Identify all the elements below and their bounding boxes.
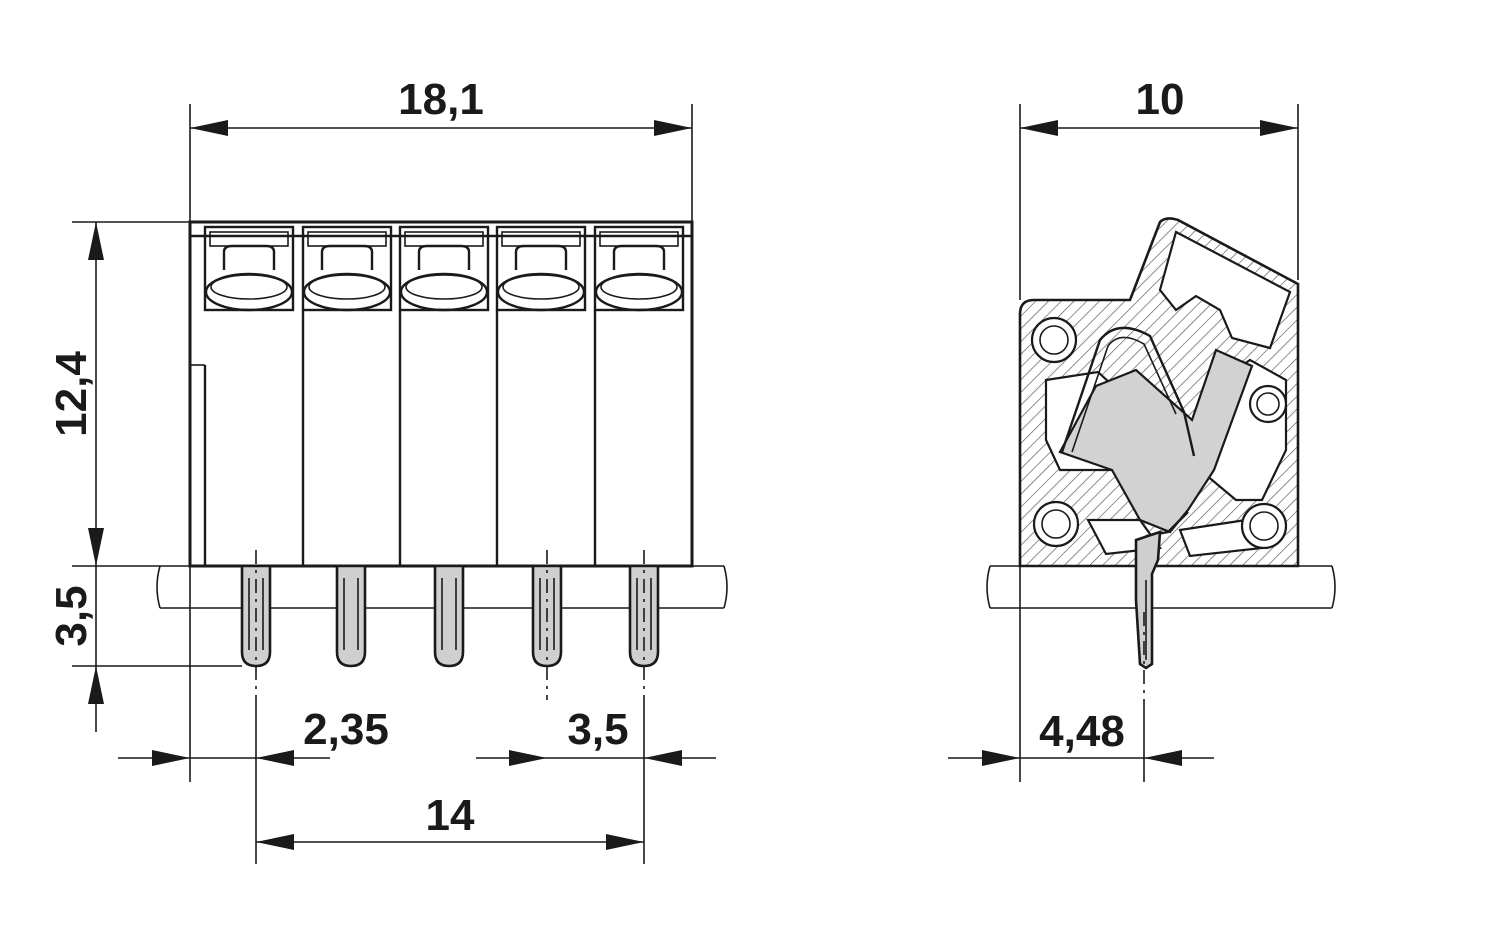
pcb-board-side <box>986 565 1336 609</box>
dimension-pitch: 3,5 <box>476 705 716 766</box>
side-view: 10 4,48 <box>948 75 1336 782</box>
clamping-spring <box>1058 326 1254 538</box>
dim-label-depth: 10 <box>1136 75 1185 124</box>
pin-centerlines <box>255 550 645 700</box>
push-button-4 <box>495 225 587 312</box>
dim-label-pitch: 3,5 <box>567 705 628 754</box>
dimension-overall-width: 18,1 <box>189 75 693 222</box>
dim-label-pin-length: 3,5 <box>47 585 96 646</box>
push-button-5 <box>593 225 685 312</box>
front-view: 18,1 12,4 3,5 2,35 <box>47 75 728 864</box>
dimension-height: 12,4 <box>47 221 190 567</box>
dimension-first-pin-offset: 2,35 <box>118 566 389 782</box>
dimension-side-pin-offset: 4,48 <box>948 566 1214 782</box>
dimension-pin-span: 14 <box>255 700 645 864</box>
side-solder-pin <box>1134 530 1162 670</box>
dimension-depth: 10 <box>1019 75 1299 300</box>
solder-pin-2 <box>335 564 367 668</box>
dim-label-overall-width: 18,1 <box>398 75 484 124</box>
dim-label-pin-span: 14 <box>426 791 475 840</box>
push-button-1 <box>203 225 295 312</box>
solder-pin-3 <box>433 564 465 668</box>
dim-label-height: 12,4 <box>47 351 96 437</box>
push-button-3 <box>398 225 490 312</box>
dim-label-first-pin-offset: 2,35 <box>303 705 389 754</box>
push-button-2 <box>301 225 393 312</box>
dim-label-side-pin-offset: 4,48 <box>1039 707 1125 756</box>
dimension-pin-length: 3,5 <box>47 566 242 732</box>
